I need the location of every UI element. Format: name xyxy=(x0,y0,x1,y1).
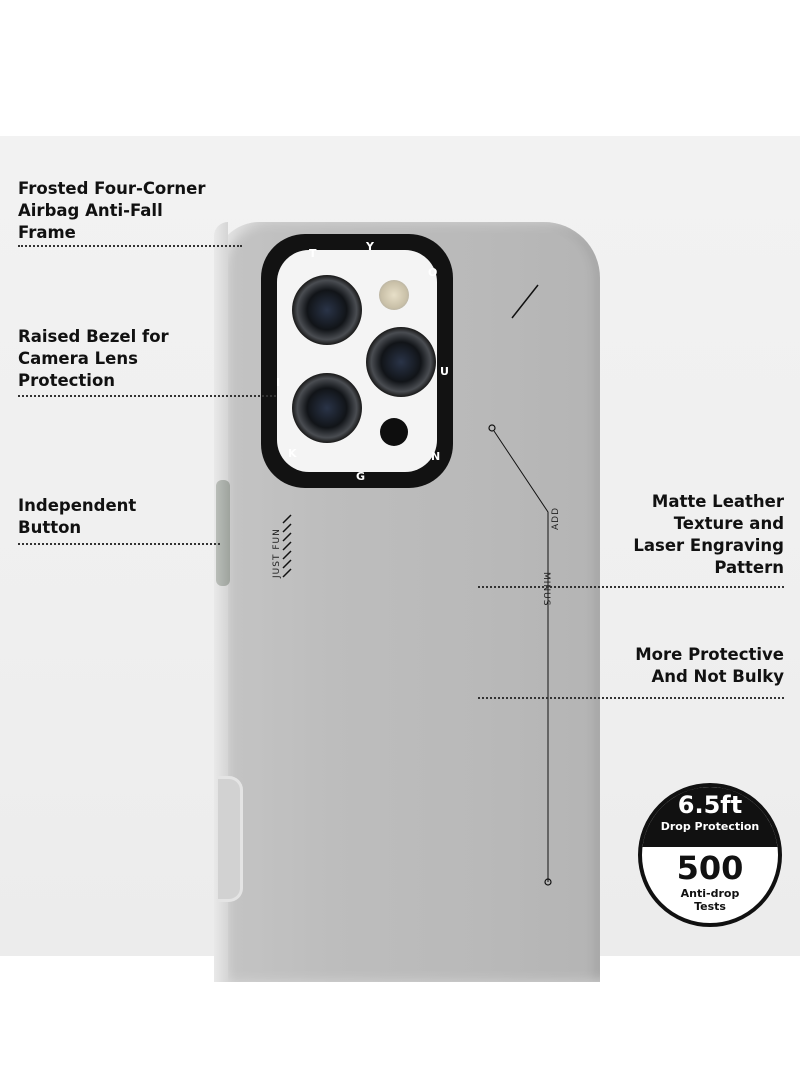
camera-lens-2 xyxy=(366,327,436,397)
label-frosted-frame: Frosted Four-Corner Airbag Anti-Fall Fra… xyxy=(18,179,206,242)
drop-height-value: 6.5ft xyxy=(677,791,743,819)
bezel-letter: I xyxy=(276,376,281,389)
just-fun-text: JUST FUN xyxy=(272,528,282,578)
leader-protective xyxy=(478,697,784,699)
label-matte-leather: Matte Leather Texture and Laser Engravin… xyxy=(633,492,784,577)
side-button xyxy=(216,480,230,586)
label-independent-button: Independent Button xyxy=(18,496,137,537)
drop-tests-value: 500 xyxy=(676,849,744,887)
leader-button xyxy=(18,543,220,545)
camera-lens-1 xyxy=(292,275,362,345)
badge-bottom: 500 Anti-drop Tests xyxy=(642,847,778,913)
badge-top: 6.5ft Drop Protection xyxy=(642,787,778,847)
bezel-letter: K xyxy=(288,447,297,460)
leader-matte xyxy=(478,586,784,588)
drop-protection-badge: 6.5ft Drop Protection 500 Anti-drop Test… xyxy=(638,783,782,927)
bezel-letter: U xyxy=(440,365,449,378)
camera-flash xyxy=(379,280,409,310)
label-raised-bezel: Raised Bezel for Camera Lens Protection xyxy=(18,327,169,390)
add-text: ADD xyxy=(551,506,561,530)
bezel-letter: N xyxy=(431,450,441,463)
bezel-letter: O xyxy=(428,266,438,279)
bezel-letter: T xyxy=(309,247,317,260)
lidar-sensor xyxy=(380,418,408,446)
minus-text: MINUS xyxy=(541,572,551,607)
tests-caption: Tests xyxy=(694,900,726,913)
side-cutout xyxy=(218,776,243,902)
bezel-letter: G xyxy=(356,470,366,483)
anti-drop-caption: Anti-drop xyxy=(680,887,740,900)
bezel-letter: Y xyxy=(366,240,374,253)
leader-frosted xyxy=(18,245,242,247)
hatch-marks xyxy=(282,514,292,578)
camera-lens-3 xyxy=(292,373,362,443)
label-more-protective: More Protective And Not Bulky xyxy=(635,645,784,686)
leader-bezel xyxy=(18,395,276,397)
drop-protection-caption: Drop Protection xyxy=(660,820,760,833)
